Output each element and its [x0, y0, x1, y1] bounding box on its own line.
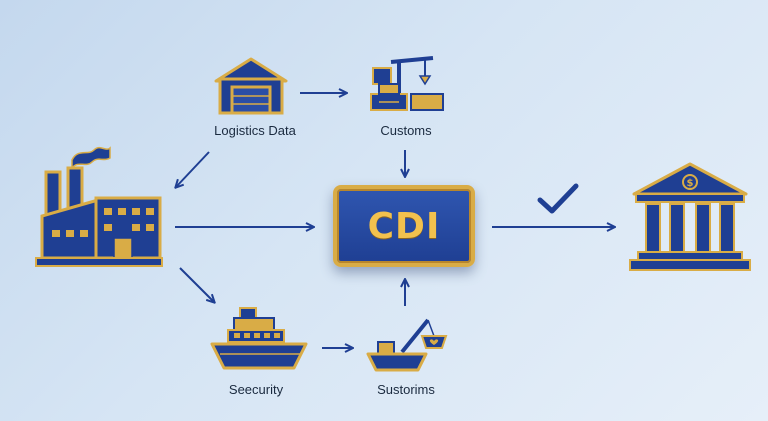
- cargo-ship-icon: [210, 307, 308, 370]
- svg-text:$: $: [687, 178, 694, 189]
- arrow-logistics-to-factory: [176, 151, 210, 187]
- seecurity-label: Seecurity: [228, 382, 284, 397]
- bank-icon: $: [629, 162, 751, 271]
- sustorims-label: Sustorims: [377, 382, 435, 397]
- logistics-data-label: Logistics Data: [214, 123, 296, 138]
- checkmark-icon: [537, 183, 579, 214]
- port-crane-icon: [370, 56, 444, 111]
- boat-crane-icon: [366, 318, 448, 372]
- cdi-label: CDI: [367, 205, 441, 247]
- customs-label: Customs: [380, 123, 432, 138]
- factory-icon: [35, 146, 163, 267]
- warehouse-icon: [214, 57, 288, 115]
- arrow-factory-to-security: [179, 267, 214, 302]
- cdi-box: CDI: [333, 185, 475, 267]
